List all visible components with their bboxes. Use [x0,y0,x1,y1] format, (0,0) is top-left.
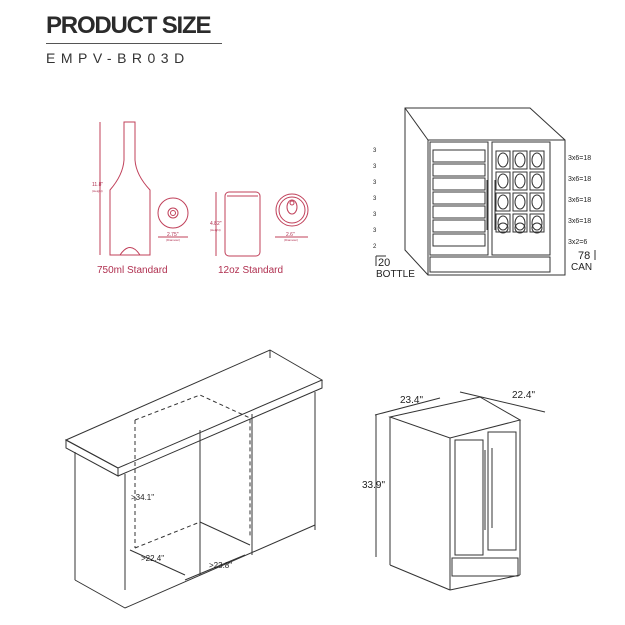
bottle-row-count: 3 [373,164,377,170]
can-slot [529,213,545,233]
bottle-total: 20 [378,257,390,269]
can-slot [495,150,511,170]
can-icon [514,152,526,168]
can-top-icon [531,222,543,234]
can-slot [495,213,511,233]
can-icon [514,215,526,231]
bottle-shelf [432,163,486,177]
can-slot [512,192,528,212]
bottle-shelf [432,205,486,219]
can-icon [531,173,543,189]
bottle-row-count: 3 [373,212,377,218]
can-slot [495,171,511,191]
can-slot [529,192,545,212]
title-divider [46,43,222,44]
unit-dimensions-diagram: 23.4" 22.4" 33.9" [362,390,546,591]
can-slot [529,150,545,170]
installation-cutout-diagram: >34.1" >22.4" >23.8" [64,349,324,609]
unit-height: 33.9" [362,480,385,491]
can-top-icon [497,222,509,234]
bottle-row-count: 3 [373,196,377,202]
bottle-shelf [432,191,486,205]
can-row-count: 3x6=18 [568,176,591,183]
cutout-height: >34.1" [131,493,154,502]
bottle-illustration: 11.8" (Height) 2.75" (Diameter) 750ml St… [92,121,189,276]
can-icon [531,215,543,231]
bottle-shelf [432,219,486,233]
can-icon [497,215,509,231]
bottle-diameter: 2.75" [167,232,179,238]
can-total-label: CAN [571,262,592,273]
bottle-row-count: 3 [373,180,377,186]
can-icon [497,194,509,210]
can-slot [512,213,528,233]
can-row-count: 3x2=6 [568,239,587,246]
can-height: 4.82" [210,221,222,227]
bottle-label: 750ml Standard [97,265,168,276]
can-top-icon [514,222,526,234]
can-slot [512,150,528,170]
can-row-count: 3x6=18 [568,155,591,162]
page-title: PRODUCT SIZE [46,12,211,39]
can-icon [531,152,543,168]
can-icon [497,152,509,168]
can-illustration: 4.82" (Height) 2.6" (Diameter) 12oz Stan… [210,191,309,276]
unit-width: 23.4" [400,395,423,406]
can-diameter-note: (Diameter) [284,238,298,242]
can-label: 12oz Standard [218,265,283,276]
unit-depth: 22.4" [512,390,535,401]
can-total: 78 [578,250,590,262]
can-icon [514,173,526,189]
model-number: EMPV-BR03D [46,50,190,66]
bottle-total-label: BOTTLE [376,269,415,280]
bottle-shelf [432,177,486,191]
can-slot [495,192,511,212]
bottle-row-count: 2 [373,244,377,250]
cutout-width: >23.8" [209,561,232,570]
cutout-depth: >22.4" [141,554,164,563]
bottle-diameter-note: (Diameter) [166,238,180,242]
can-icon [514,194,526,210]
bottle-height: 11.8" [92,182,103,188]
can-diameter: 2.6" [286,232,295,238]
bottle-shelf [432,233,486,247]
can-slot [512,171,528,191]
can-row-count: 3x6=18 [568,218,591,225]
bottle-shelf [432,149,486,163]
can-height-note: (Height) [210,228,221,232]
can-slot [529,171,545,191]
bottle-row-count: 3 [373,148,377,154]
can-icon [531,194,543,210]
can-icon [497,173,509,189]
bottle-row-count: 3 [373,228,377,234]
bottle-height-note: (Height) [92,189,103,193]
can-row-count: 3x6=18 [568,197,591,204]
